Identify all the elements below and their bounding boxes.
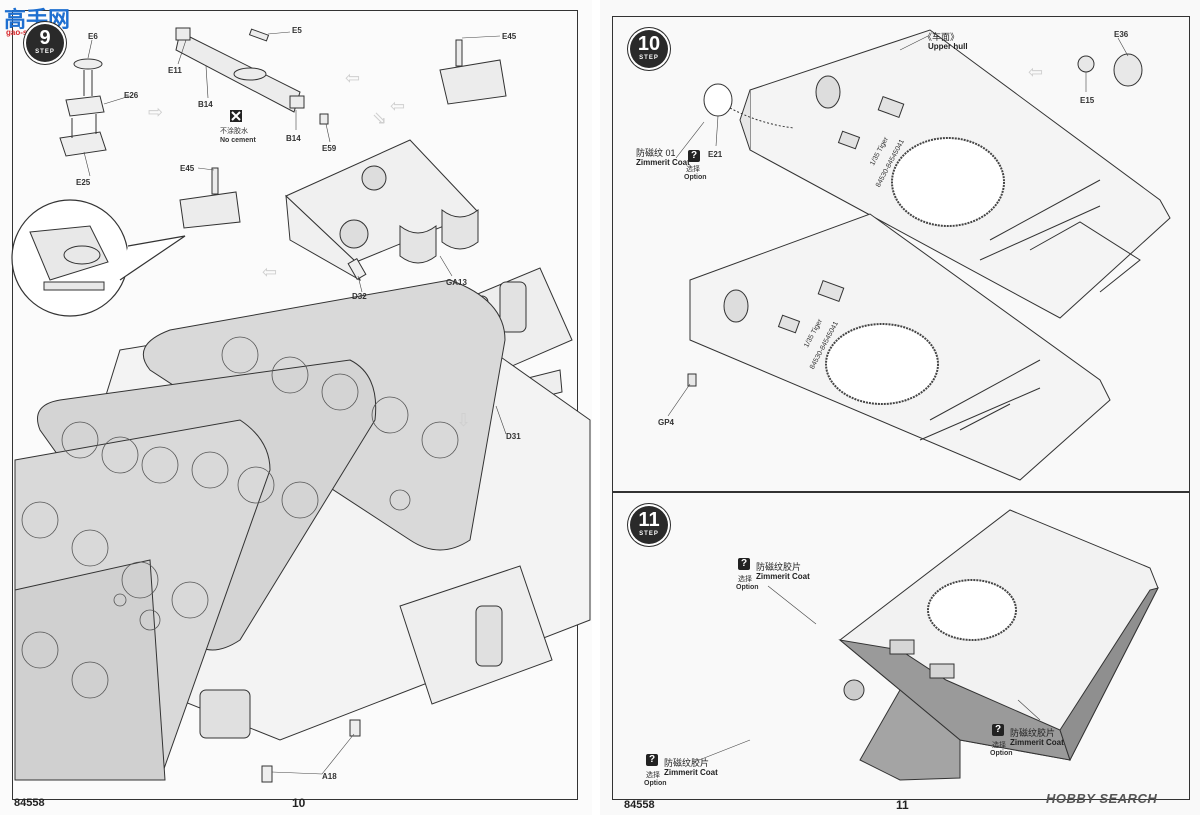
step-label: STEP: [35, 49, 55, 55]
part-label-a18: A18: [322, 772, 337, 781]
part-label-ga13: GA13: [446, 278, 467, 287]
part-label-e11: E11: [168, 66, 182, 75]
option-en: Option: [736, 584, 759, 591]
step-number: 10: [637, 33, 661, 55]
part-label-d32: D32: [352, 292, 367, 301]
step-label: STEP: [639, 531, 659, 537]
option-icon: ?: [738, 558, 750, 570]
direction-arrow: ⇦: [262, 262, 278, 282]
zimmerit-cn: 防磁纹 01: [636, 148, 676, 158]
zimmerit-en: Zimmerit Coat: [1010, 738, 1064, 747]
no-cement-en: No cement: [220, 137, 256, 144]
page-number: 10: [292, 796, 306, 810]
page-number: 11: [896, 798, 909, 812]
step-9-badge: 9 STEP: [26, 24, 64, 62]
step-11-frame: [612, 492, 1190, 800]
no-cement-cn: 不涂胶水: [220, 128, 248, 135]
right-page: 10 STEP 11 STEP: [600, 0, 1200, 815]
direction-arrow: ⇦: [345, 68, 361, 88]
step-10-frame: [612, 16, 1190, 492]
part-label-e36: E36: [1114, 30, 1129, 39]
left-page: 高手网 gao-shou.com 9 STEP: [0, 0, 592, 815]
step-number: 11: [638, 509, 660, 531]
part-label-e15: E15: [1080, 96, 1095, 105]
left-page-frame: [12, 10, 578, 800]
option-icon: ?: [646, 754, 658, 766]
part-label-b14: B14: [198, 100, 213, 109]
zimmerit-cn: 防磁纹胶片: [756, 562, 802, 572]
direction-arrow: ⇨: [148, 102, 164, 122]
zimmerit-cn: 防磁纹胶片: [1010, 728, 1056, 738]
option-en: Option: [644, 780, 667, 787]
direction-arrow: ⇦: [390, 96, 406, 116]
zimmerit-en: Zimmerit Coat: [636, 158, 690, 167]
option-cn: 选择: [738, 576, 752, 583]
step-10-badge: 10 STEP: [630, 30, 668, 68]
option-cn: 选择: [992, 742, 1006, 749]
zimmerit-cn: 防磁纹胶片: [664, 758, 710, 768]
option-en: Option: [990, 750, 1013, 757]
catalog-number: 84558: [624, 799, 655, 811]
step-number: 9: [39, 27, 51, 49]
part-label-e45: E45: [180, 164, 195, 173]
option-icon: ?: [688, 150, 700, 162]
zimmerit-en: Zimmerit Coat: [756, 572, 810, 581]
part-label-gp4: GP4: [658, 418, 675, 427]
part-label-e45: E45: [502, 32, 517, 41]
upper-hull-cn: 《车面》: [923, 32, 960, 42]
part-label-e59: E59: [322, 144, 337, 153]
upper-hull-en: Upper hull: [928, 42, 968, 51]
part-label-e26: E26: [124, 91, 139, 100]
option-cn: 选择: [646, 772, 660, 779]
step-10-11-illustration: [667, 29, 1171, 781]
option-en: Option: [684, 174, 707, 181]
step-9-illustration: [11, 27, 591, 783]
direction-arrow: ⇩: [456, 410, 472, 430]
part-label-d31: D31: [506, 432, 521, 441]
step-label: STEP: [639, 55, 659, 61]
catalog-number: 84558: [14, 797, 45, 809]
option-icon: ?: [992, 724, 1004, 736]
direction-arrow: ⇦: [1028, 62, 1044, 82]
step-11-badge: 11 STEP: [630, 506, 668, 544]
part-label-e25: E25: [76, 178, 91, 187]
direction-arrow: ⇘: [372, 108, 388, 128]
watermark-brand: HOBBY SEARCH: [1046, 791, 1158, 806]
part-label-e6: E6: [88, 32, 98, 41]
part-label-e5: E5: [292, 26, 302, 35]
zimmerit-en: Zimmerit Coat: [664, 768, 718, 777]
part-label-b14: B14: [286, 134, 301, 143]
option-cn: 选择: [686, 166, 700, 173]
part-label-e21: E21: [708, 150, 723, 159]
